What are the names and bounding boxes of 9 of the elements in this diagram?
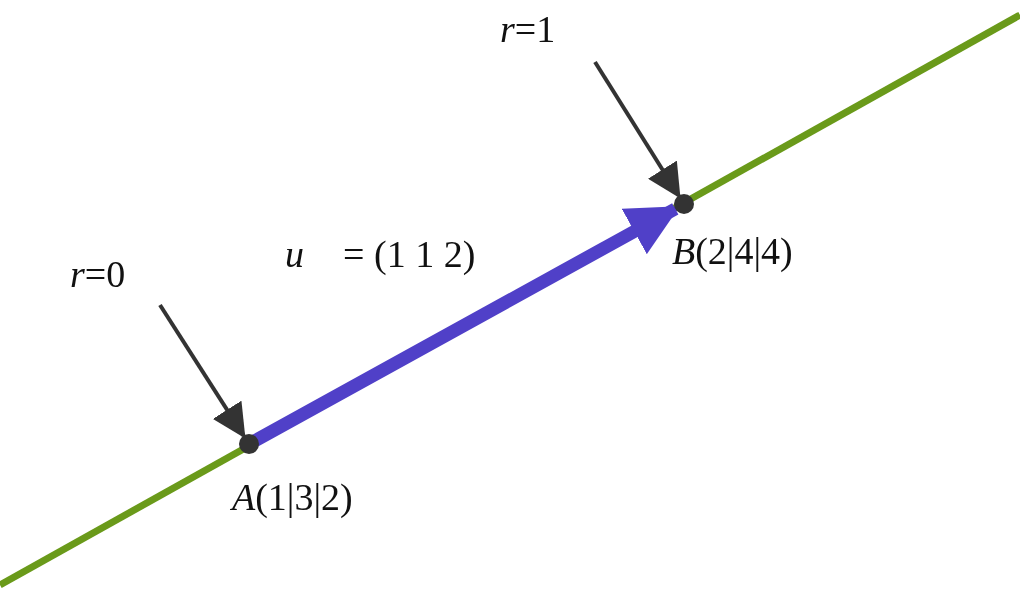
point-dot (239, 434, 259, 454)
point-label: A(1|3|2) (232, 478, 353, 516)
point-dot (674, 194, 694, 214)
point-label: B(2|4|4) (672, 232, 793, 270)
leader-arrow (593, 60, 681, 199)
leader-arrow (158, 303, 246, 439)
parameter-label: r=0 (70, 255, 126, 293)
parameter-label: r=1 (500, 10, 556, 48)
vector-label: u⃗ = (1 1 2) (285, 235, 476, 273)
